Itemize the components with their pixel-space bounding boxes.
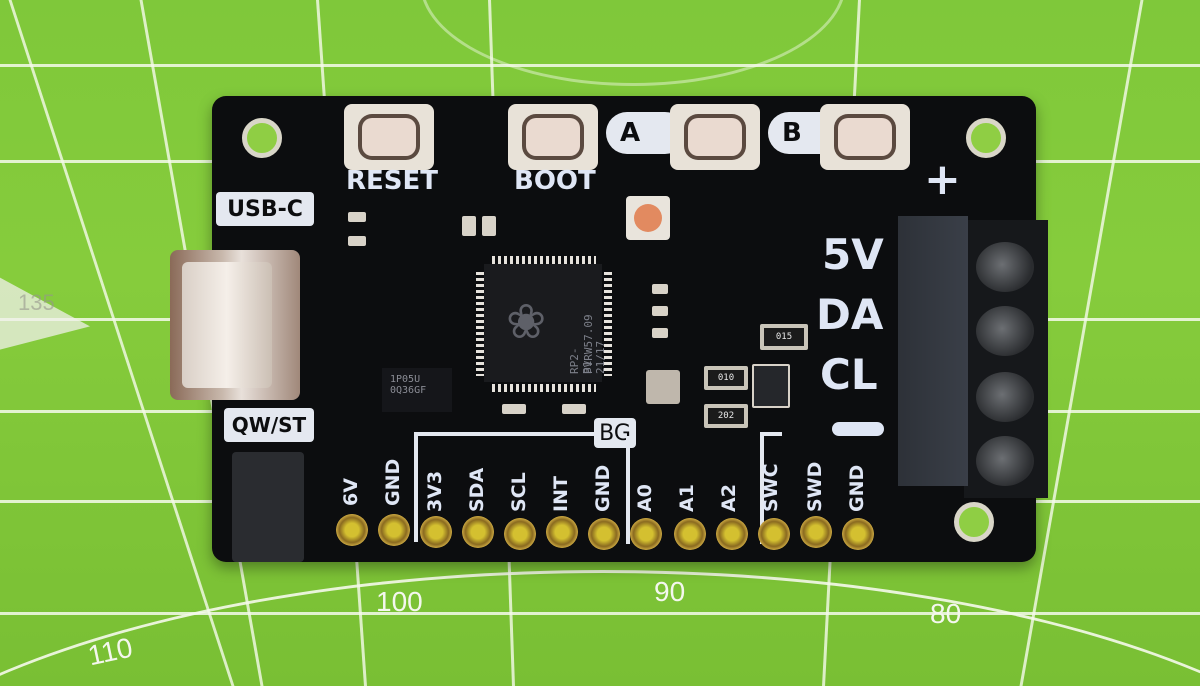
chip-marking: PVRW57.09 (582, 314, 595, 374)
ruler-number: 90 (654, 576, 686, 607)
rgb-led (626, 196, 670, 240)
voltage-regulator (752, 364, 790, 408)
terminal-label-da: DA (816, 290, 884, 339)
reset-button[interactable] (344, 104, 434, 170)
header-bracket (414, 432, 418, 542)
bg-label: BG (594, 418, 636, 448)
screw-terminal-block (898, 216, 1048, 498)
header-pad-gnd[interactable] (842, 518, 874, 550)
button-a[interactable] (670, 104, 760, 170)
chip-pins (492, 256, 596, 264)
smd-component (462, 216, 476, 236)
header-pad-gnd[interactable] (378, 514, 410, 546)
pin-label: SWD (804, 461, 826, 512)
resistor: 015 (760, 324, 808, 350)
pin-label: SWC (760, 463, 782, 512)
smd-component (562, 404, 586, 414)
header-bracket (414, 432, 604, 436)
smd-component (482, 216, 496, 236)
header-pad-3v3[interactable] (420, 516, 452, 548)
terminal-label-cl: CL (820, 350, 878, 399)
raspberry-pi-logo-icon: ❀ (506, 294, 547, 350)
mounting-hole (242, 118, 282, 158)
usb-c-port[interactable] (170, 250, 300, 400)
header-pad-a1[interactable] (674, 518, 706, 550)
smd-component (502, 404, 526, 414)
terminal-label-gnd-bar (832, 422, 884, 436)
usb-c-label: USB-C (216, 192, 314, 226)
pin-label: SDA (466, 467, 488, 512)
mounting-hole (966, 118, 1006, 158)
button-b[interactable] (820, 104, 910, 170)
smd-component (348, 236, 366, 246)
qwst-label: QW/ST (224, 408, 314, 442)
pin-label: A1 (676, 484, 698, 512)
smd-component (652, 284, 668, 294)
terminal-screw-cl[interactable] (976, 372, 1034, 422)
header-pad-int[interactable] (546, 516, 578, 548)
mounting-hole (954, 502, 994, 542)
boot-label: BOOT (514, 166, 596, 196)
terminal-screw-da[interactable] (976, 306, 1034, 356)
pin-label: A0 (634, 484, 656, 512)
smd-component (652, 328, 668, 338)
ruler-number: 100 (376, 586, 423, 617)
header-bracket (760, 432, 782, 436)
pin-label: 3V3 (424, 470, 446, 512)
ruler-number: 80 (930, 598, 962, 629)
pin-label: GND (382, 458, 404, 506)
chip-text: 1P05U (390, 374, 421, 385)
terminal-screw-5v[interactable] (976, 242, 1034, 292)
pin-label: GND (846, 464, 868, 512)
pin-label: 6V (340, 478, 362, 506)
mat-arc (420, 0, 846, 86)
crystal-oscillator (646, 370, 680, 404)
boot-button[interactable] (508, 104, 598, 170)
header-pad-swc[interactable] (758, 518, 790, 550)
chip-text: 0Q36GF (390, 385, 427, 396)
header-pad-gnd[interactable] (588, 518, 620, 550)
reset-label: RESET (346, 166, 439, 196)
chip-pins (604, 272, 612, 376)
pin-label: SCL (508, 472, 530, 512)
pin-label: INT (550, 476, 572, 512)
terminal-screw-gnd[interactable] (976, 436, 1034, 486)
resistor: 202 (704, 404, 748, 428)
resistor: 010 (704, 366, 748, 390)
header-bracket (626, 436, 630, 544)
plus-symbol: + (924, 154, 961, 205)
header-pad-scl[interactable] (504, 518, 536, 550)
header-pad-6v[interactable] (336, 514, 368, 546)
flash-chip: 1P05U 0Q36GF (382, 368, 452, 412)
pin-label: A2 (718, 484, 740, 512)
smd-component (348, 212, 366, 222)
protractor-arc (0, 570, 1200, 686)
terminal-label-5v: 5V (822, 230, 884, 279)
header-pad-a2[interactable] (716, 518, 748, 550)
rp2040-chip: ❀ RP2-B1 21/17 PVRW57.09 (484, 264, 607, 382)
smd-component (652, 306, 668, 316)
header-bracket (760, 432, 764, 544)
pin-label: GND (592, 464, 614, 512)
header-pad-a0[interactable] (630, 518, 662, 550)
header-pad-sda[interactable] (462, 516, 494, 548)
chip-pins (476, 272, 484, 376)
mat-marker-number: 135 (18, 290, 55, 315)
chip-pins (492, 384, 596, 392)
qwst-connector[interactable] (232, 452, 304, 562)
header-pad-swd[interactable] (800, 516, 832, 548)
